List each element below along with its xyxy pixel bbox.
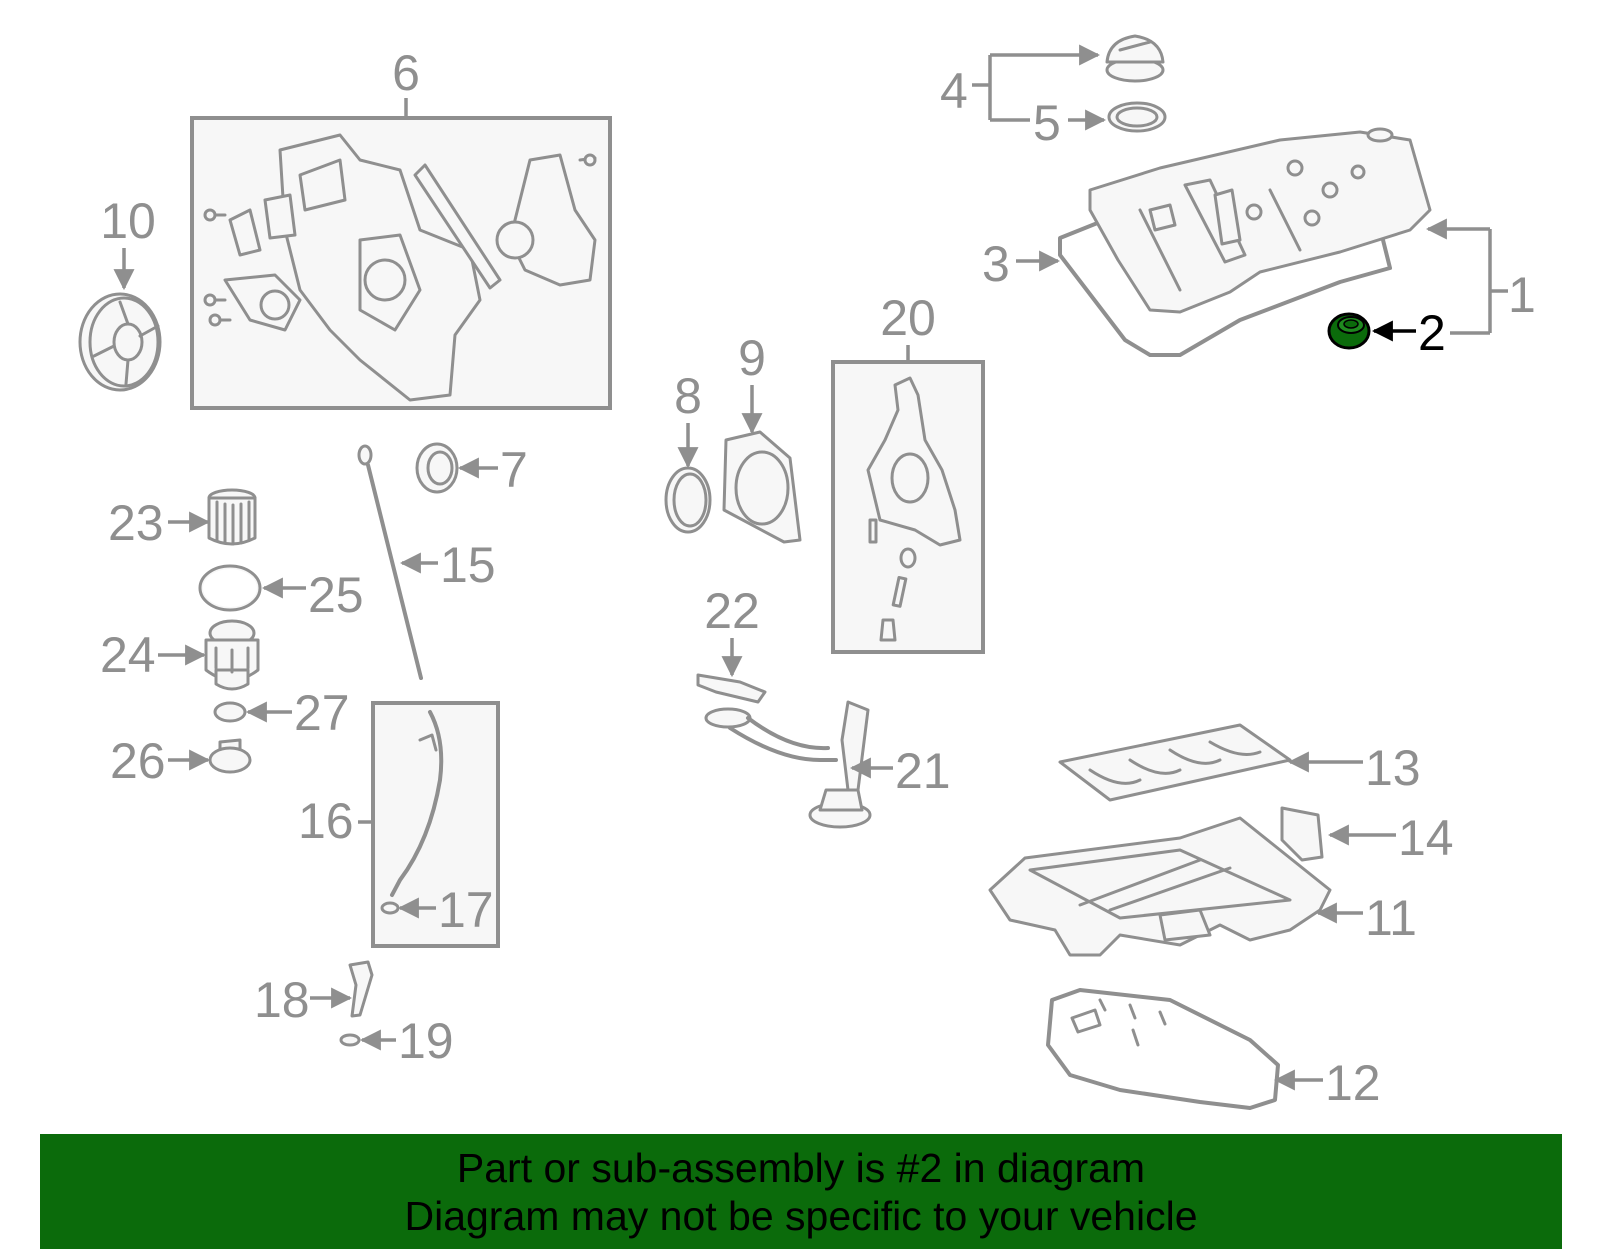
callout-5: 5 (1033, 95, 1061, 151)
callout-13: 13 (1365, 740, 1421, 796)
seal-retainer-9[interactable] (722, 430, 802, 544)
oil-pan-baffle[interactable] (1058, 723, 1292, 802)
banner-line-1: Part or sub-assembly is #2 in diagram (456, 1145, 1146, 1191)
callout-22: 22 (704, 583, 760, 639)
oil-filter-cap[interactable] (204, 619, 260, 691)
bracket-18[interactable] (348, 960, 374, 1018)
oil-pump-assembly[interactable] (831, 360, 985, 654)
callout-17: 17 (438, 882, 494, 938)
crank-pulley[interactable] (78, 292, 162, 392)
callout-1: 1 (1508, 267, 1536, 323)
banner-line-2: Diagram may not be specific to your vehi… (404, 1193, 1198, 1239)
callout-24: 24 (100, 627, 156, 683)
parts-diagram: 6 10 7 15 16 17 18 19 (78, 0, 1536, 1111)
oil-strainer[interactable] (704, 700, 872, 829)
valve-cover-seal-highlighted[interactable] (1327, 312, 1371, 350)
callout-20: 20 (880, 290, 936, 346)
callout-19: 19 (398, 1013, 454, 1069)
callout-7: 7 (500, 442, 528, 498)
info-banner: Part or sub-assembly is #2 in diagram Di… (40, 1134, 1562, 1249)
callout-10: 10 (100, 193, 156, 249)
callout-21: 21 (895, 743, 951, 799)
dipstick[interactable] (357, 444, 423, 680)
oring-25[interactable] (198, 564, 262, 612)
callout-14: 14 (1398, 810, 1454, 866)
callout-18: 18 (254, 972, 310, 1028)
callout-2: 2 (1418, 305, 1446, 361)
oil-pan-lower[interactable] (1046, 988, 1280, 1110)
oring-19[interactable] (339, 1033, 361, 1047)
callout-9: 9 (738, 330, 766, 386)
seal-7[interactable] (415, 442, 459, 494)
callout-25: 25 (308, 567, 364, 623)
callout-4: 4 (940, 63, 968, 119)
cover-14[interactable] (1280, 806, 1324, 862)
dipstick-tube-assembly[interactable] (371, 701, 500, 948)
callout-3: 3 (982, 236, 1010, 292)
drain-plug-26[interactable] (208, 738, 252, 774)
callout-6: 6 (392, 45, 420, 101)
leader-1-bracket (1488, 229, 1508, 333)
callout-23: 23 (108, 495, 164, 551)
oil-pan-upper[interactable] (988, 816, 1332, 957)
filler-cap-gasket[interactable] (1107, 101, 1167, 133)
callout-26: 26 (110, 733, 166, 789)
callout-16: 16 (298, 793, 354, 849)
callout-11: 11 (1365, 890, 1417, 946)
oring-27[interactable] (213, 701, 247, 723)
gasket-22[interactable] (696, 673, 767, 704)
callout-15: 15 (440, 537, 496, 593)
valve-cover[interactable] (1088, 127, 1432, 314)
leader-4 (972, 55, 1098, 120)
callout-12: 12 (1325, 1055, 1381, 1111)
callout-27: 27 (294, 685, 350, 741)
oil-filler-cap[interactable] (1105, 34, 1165, 83)
timing-cover-assembly[interactable] (190, 116, 612, 410)
rear-seal-8[interactable] (664, 466, 712, 534)
oil-filter-element[interactable] (207, 488, 257, 546)
callout-8: 8 (674, 368, 702, 424)
